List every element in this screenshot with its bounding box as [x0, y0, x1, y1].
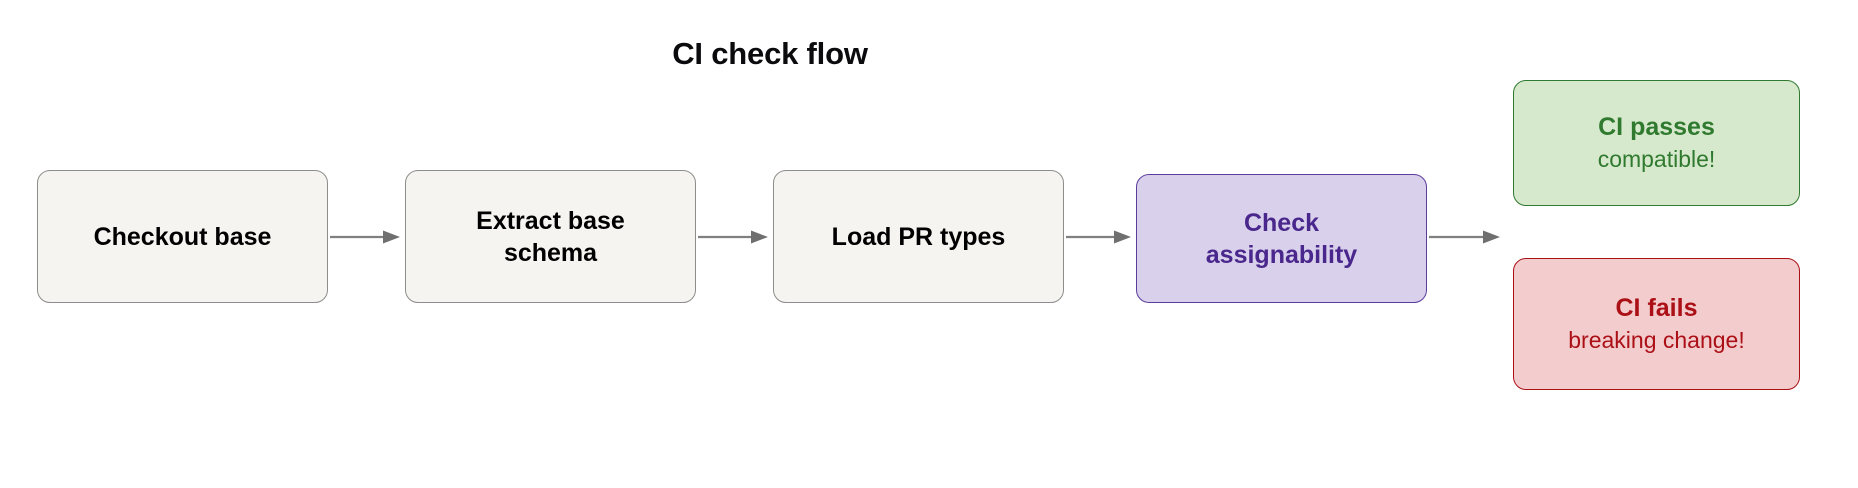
edge-extract-to-load-pr-types — [698, 228, 771, 246]
arrowhead-icon — [751, 230, 768, 244]
node-extract-base-schema[interactable]: Extract base schema — [405, 170, 696, 303]
node-checkout-base-label: Checkout base — [93, 222, 272, 251]
node-ci-passes[interactable]: CI passes compatible! — [1513, 80, 1800, 206]
arrowhead-icon — [383, 230, 400, 244]
edge-check-to-outcome — [1429, 228, 1503, 246]
node-load-pr-types[interactable]: Load PR types — [773, 170, 1064, 303]
node-extract-base-schema-label-line1: Extract base — [476, 206, 625, 235]
diagram-title: CI check flow — [672, 36, 868, 71]
edge-load-pr-types-to-check — [1066, 228, 1134, 246]
node-check-assignability-label-line2: assignability — [1205, 240, 1358, 269]
node-check-assignability-label-line1: Check — [1243, 208, 1320, 237]
node-checkout-base[interactable]: Checkout base — [37, 170, 328, 303]
node-ci-passes-subtitle: compatible! — [1597, 146, 1716, 173]
arrowhead-icon — [1483, 230, 1500, 244]
node-ci-passes-title: CI passes — [1598, 113, 1715, 142]
node-ci-fails[interactable]: CI fails breaking change! — [1513, 258, 1800, 390]
node-check-assignability[interactable]: Check assignability — [1136, 174, 1427, 303]
node-ci-fails-title: CI fails — [1615, 294, 1698, 323]
node-extract-base-schema-label-line2: schema — [503, 238, 598, 267]
node-load-pr-types-label: Load PR types — [831, 222, 1006, 251]
edge-checkout-to-extract — [330, 228, 403, 246]
node-ci-fails-subtitle: breaking change! — [1568, 327, 1745, 354]
arrowhead-icon — [1114, 230, 1131, 244]
